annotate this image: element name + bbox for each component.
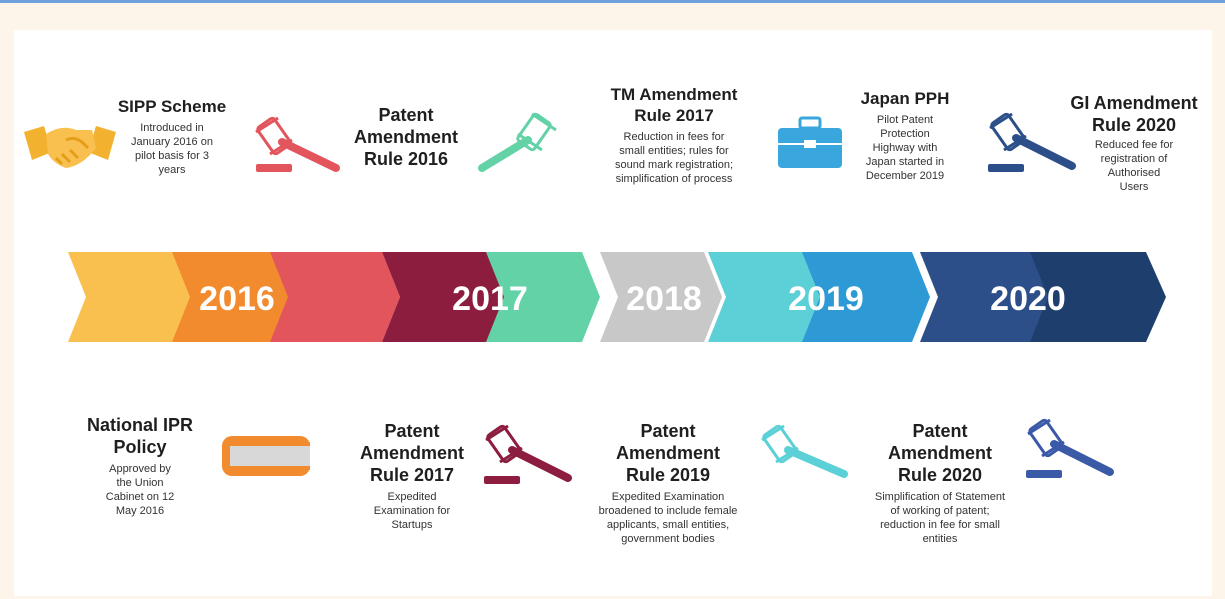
- description-line: Startups: [391, 519, 433, 531]
- description-line: broadened to include female: [598, 505, 738, 517]
- event-title-line: Amendment: [359, 443, 464, 463]
- description-line: sound mark registration;: [615, 159, 733, 171]
- description-line: entities: [922, 533, 958, 545]
- year-label-2016: 2016: [199, 280, 275, 318]
- gavel-icon: [1026, 418, 1114, 478]
- event-title-line: Patent: [384, 421, 440, 441]
- gavel-icon: [478, 112, 557, 172]
- description-line: December 2019: [865, 170, 945, 182]
- event-patent-rule-2019: Patent Amendment Rule 2019 Expedited Exa…: [572, 420, 764, 546]
- band-segment-mint: [486, 252, 600, 342]
- event-title-line: Policy: [113, 437, 167, 457]
- description-line: simplification of process: [615, 173, 733, 185]
- description-line: registration of: [1100, 153, 1168, 165]
- event-description: Introduced in January 2016 on pilot basi…: [106, 121, 238, 177]
- band-segment-navy: [920, 252, 1052, 342]
- event-description: Reduction in fees for small entities; ru…: [580, 130, 768, 186]
- year-label-2019: 2019: [788, 280, 864, 318]
- band-segment-cyan: [708, 252, 824, 342]
- handshake-icon: [24, 126, 116, 168]
- event-patent-rule-2016: Patent Amendment Rule 2016: [336, 104, 476, 170]
- description-line: Highway with: [872, 142, 938, 154]
- event-japan-pph: Japan PPH Pilot Patent Protection Highwa…: [834, 88, 976, 183]
- event-title-line: Rule 2016: [363, 149, 449, 169]
- description-line: May 2016: [115, 505, 165, 517]
- band-segment-blue: [802, 252, 930, 342]
- briefcase-icon: [778, 116, 842, 168]
- event-title-line: Rule 2020: [1091, 115, 1177, 135]
- description-line: Examination for: [373, 505, 451, 517]
- event-title-line: Rule 2020: [897, 465, 983, 485]
- event-patent-rule-2017: Patent Amendment Rule 2017 Expedited Exa…: [338, 420, 486, 532]
- description-line: Expedited Examination: [611, 491, 725, 503]
- band-segment-dark-navy: [1030, 252, 1166, 342]
- event-description: Pilot Patent Protection Highway with Jap…: [834, 113, 976, 183]
- event-title-line: Patent: [912, 421, 968, 441]
- event-description: Expedited Examination broadened to inclu…: [572, 490, 764, 546]
- event-title-line: TM Amendment: [610, 85, 738, 104]
- event-tm-rule-2017: TM Amendment Rule 2017 Reduction in fees…: [580, 84, 768, 186]
- description-line: Users: [1119, 181, 1149, 193]
- description-line: Expedited: [387, 491, 437, 503]
- description-line: Protection: [880, 128, 930, 140]
- event-patent-rule-2020: Patent Amendment Rule 2020 Simplificatio…: [834, 420, 1046, 546]
- description-line: Reduction in fees for: [623, 131, 725, 143]
- description-line: years: [158, 164, 186, 176]
- description-line: Reduced fee for: [1094, 139, 1174, 151]
- event-title-line: Rule 2017: [634, 106, 714, 125]
- event-sipp-scheme: SIPP Scheme Introduced in January 2016 o…: [106, 96, 238, 177]
- event-title: Japan PPH: [860, 89, 950, 108]
- description-line: Authorised: [1107, 167, 1161, 179]
- event-title-line: Patent: [378, 105, 434, 125]
- description-line: Pilot Patent: [876, 114, 934, 126]
- year-label-2018: 2018: [626, 280, 702, 318]
- event-title-line: GI Amendment: [1070, 93, 1198, 113]
- gavel-icon: [255, 116, 340, 172]
- event-national-ipr-policy: National IPR Policy Approved by the Unio…: [66, 414, 214, 518]
- description-line: applicants, small entities,: [606, 519, 730, 531]
- description-line: pilot basis for 3: [135, 150, 209, 162]
- event-title-line: Rule 2019: [625, 465, 711, 485]
- event-title-line: Amendment: [615, 443, 720, 463]
- event-title-line: Rule 2017: [369, 465, 455, 485]
- description-line: reduction in fee for small: [880, 519, 1000, 531]
- year-label-2020: 2020: [990, 280, 1066, 318]
- description-line: Cabinet on 12: [105, 491, 175, 503]
- book-icon: [222, 436, 310, 476]
- gavel-icon: [761, 424, 848, 478]
- event-title: SIPP Scheme: [117, 97, 227, 116]
- event-description: Expedited Examination for Startups: [338, 490, 486, 532]
- event-description: Approved by the Union Cabinet on 12 May …: [66, 462, 214, 518]
- description-line: government bodies: [621, 533, 715, 545]
- year-label-2017: 2017: [452, 280, 528, 318]
- event-title-line: Amendment: [887, 443, 992, 463]
- description-line: Introduced in: [140, 122, 204, 134]
- gavel-icon: [484, 424, 572, 484]
- band-segment-maroon: [382, 252, 506, 342]
- description-line: Simplification of Statement: [874, 491, 1006, 503]
- event-gi-rule-2020: GI Amendment Rule 2020 Reduced fee for r…: [1054, 92, 1214, 194]
- band-segment-orange: [172, 252, 312, 342]
- band-segment-yellow: [68, 252, 214, 342]
- description-line: January 2016 on: [131, 136, 213, 148]
- event-description: Reduced fee for registration of Authoris…: [1054, 138, 1214, 194]
- band-segment-red: [270, 252, 400, 342]
- gavel-icon: [988, 112, 1076, 172]
- description-line: of working of patent;: [890, 505, 990, 517]
- event-title-line: National IPR: [86, 415, 193, 435]
- band-segment-gray: [600, 252, 722, 342]
- event-title-line: Amendment: [353, 127, 458, 147]
- description-line: small entities; rules for: [619, 145, 729, 157]
- event-title-line: Patent: [640, 421, 696, 441]
- description-line: Approved by: [109, 463, 171, 475]
- event-description: Simplification of Statement of working o…: [834, 490, 1046, 546]
- description-line: Japan started in: [865, 156, 945, 168]
- description-line: the Union: [116, 477, 164, 489]
